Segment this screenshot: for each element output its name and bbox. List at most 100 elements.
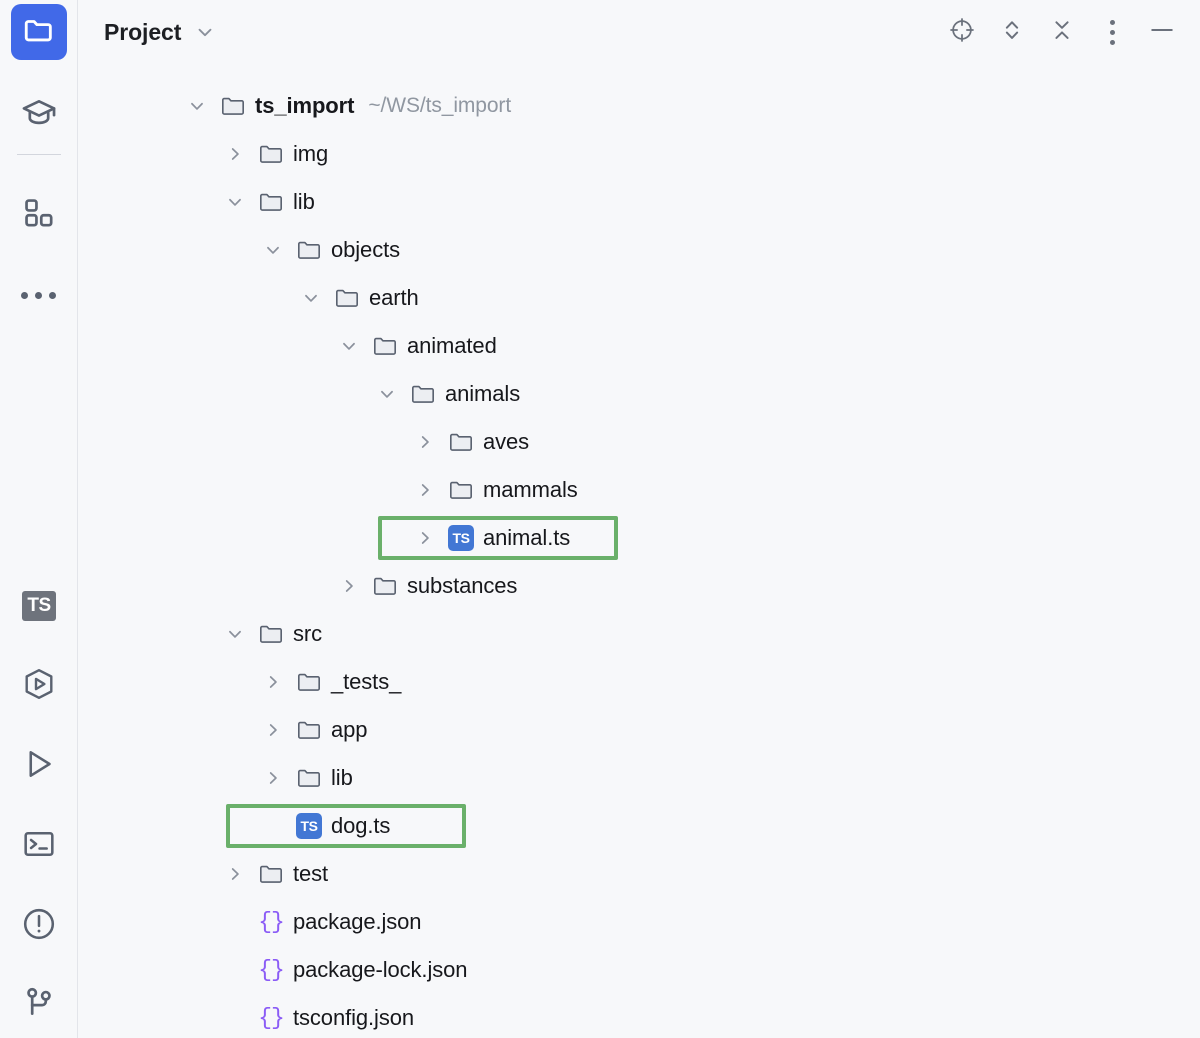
ts-chip-icon: TS [22,591,56,621]
tree-row-label: substances [407,573,518,598]
tree-row-label: dog.ts [331,813,391,838]
activity-bar-bottom-group: TS [0,578,78,1038]
folder-icon [372,333,398,359]
chevron-down-icon[interactable] [372,379,402,409]
folder-icon [258,141,284,167]
tree-row[interactable]: src [78,610,1200,658]
chevron-down-icon[interactable] [194,21,216,43]
chevron-down-icon[interactable] [220,187,250,217]
select-opened-file-button[interactable] [946,16,978,48]
panel-header: Project [78,0,1200,64]
chevron-right-icon[interactable] [258,715,288,745]
sidebar-item-structure[interactable] [11,187,67,243]
header-actions [946,16,1178,48]
tree-row[interactable]: mammals [78,466,1200,514]
warning-circle-icon [21,906,57,947]
tree-row-label: test [293,861,329,886]
folder-icon [296,717,322,743]
tree-row-label: package-lock.json [293,957,468,982]
chevron-right-icon[interactable] [220,859,250,889]
services-hexagon-play-icon [21,666,57,707]
sidebar-item-problems[interactable] [11,898,67,954]
chevron-right-icon[interactable] [258,667,288,697]
chevron-down-icon[interactable] [220,619,250,649]
chevron-right-icon[interactable] [334,571,364,601]
tree-row-label: lib [331,765,353,790]
tree-row-path: ~/WS/ts_import [368,94,512,117]
activity-bar-divider [16,154,61,155]
tree-row[interactable]: aves [78,418,1200,466]
tree-row[interactable]: lib [78,754,1200,802]
tree-row-label: objects [331,237,401,262]
tree-row[interactable]: test [78,850,1200,898]
activity-bar-top-group [0,0,77,323]
tree-row-label: earth [369,285,419,310]
hide-tool-window-button[interactable] [1146,16,1178,48]
chevron-down-icon[interactable] [258,235,288,265]
blocks-icon [22,196,56,235]
tree-row-label: img [293,141,329,166]
tree-row[interactable]: img [78,130,1200,178]
chevron-right-icon[interactable] [410,523,440,553]
tree-row[interactable]: animated [78,322,1200,370]
chevron-right-icon[interactable] [410,475,440,505]
expand-all-button[interactable] [996,16,1028,48]
folder-icon [258,861,284,887]
tree-row[interactable]: {}package.json [78,898,1200,946]
sidebar-item-version-control[interactable] [11,976,67,1032]
tree-row[interactable]: {} tsconfig.json [78,994,1200,1038]
tree-row[interactable]: {} package-lock.json [78,946,1200,994]
tree-row-label: animal.ts [483,525,571,550]
folder-icon [220,93,246,119]
options-menu-button[interactable] [1096,16,1128,48]
run-play-icon [21,746,57,787]
sidebar-item-terminal[interactable] [11,818,67,874]
tree-row-label: src [293,621,323,646]
folder-icon [448,429,474,455]
folder-icon [258,621,284,647]
tree-row[interactable]: lib [78,178,1200,226]
folder-icon [448,477,474,503]
sidebar-item-typescript[interactable]: TS [11,578,67,634]
tree-row[interactable]: substances [78,562,1200,610]
folder-icon [372,573,398,599]
project-panel: Project [78,0,1200,1038]
sidebar-item-project[interactable] [10,4,67,60]
chevron-right-icon[interactable] [220,139,250,169]
tree-row-label: _tests_ [331,669,402,694]
tree-row[interactable]: earth [78,274,1200,322]
folder-icon [296,765,322,791]
crosshair-target-icon [948,16,976,49]
folder-icon [22,13,56,52]
tree-row[interactable]: _tests_ [78,658,1200,706]
sidebar-item-more[interactable] [11,267,67,323]
tree-row[interactable]: ts_import~/WS/ts_import [78,82,1200,130]
json-file-icon: {} [258,1005,285,1031]
chevron-right-icon[interactable] [410,427,440,457]
collapse-all-button[interactable] [1046,16,1078,48]
tree-row-label: mammals [483,477,578,502]
tree-row[interactable]: app [78,706,1200,754]
sidebar-item-run[interactable] [11,738,67,794]
folder-icon [334,285,360,311]
sidebar-item-services[interactable] [11,658,67,714]
activity-bar: TS [0,0,78,1038]
expand-chevrons-icon [998,16,1026,49]
vertical-dots-icon [1109,19,1115,45]
tree-row[interactable]: objects [78,226,1200,274]
tree-row-label: package.json [293,909,422,934]
tree-row-label: tsconfig.json [293,1005,414,1030]
tree-row[interactable]: animals [78,370,1200,418]
json-file-icon: {} [258,957,285,983]
tree-row[interactable]: TS dog.ts [78,802,1200,850]
chevron-down-icon[interactable] [182,91,212,121]
sidebar-item-learn[interactable] [11,88,67,144]
chevron-down-icon[interactable] [296,283,326,313]
ts-file-icon: TS [296,813,322,839]
chevron-down-icon[interactable] [334,331,364,361]
chevron-right-icon[interactable] [258,763,288,793]
folder-icon [410,381,436,407]
ellipsis-icon [21,291,56,299]
